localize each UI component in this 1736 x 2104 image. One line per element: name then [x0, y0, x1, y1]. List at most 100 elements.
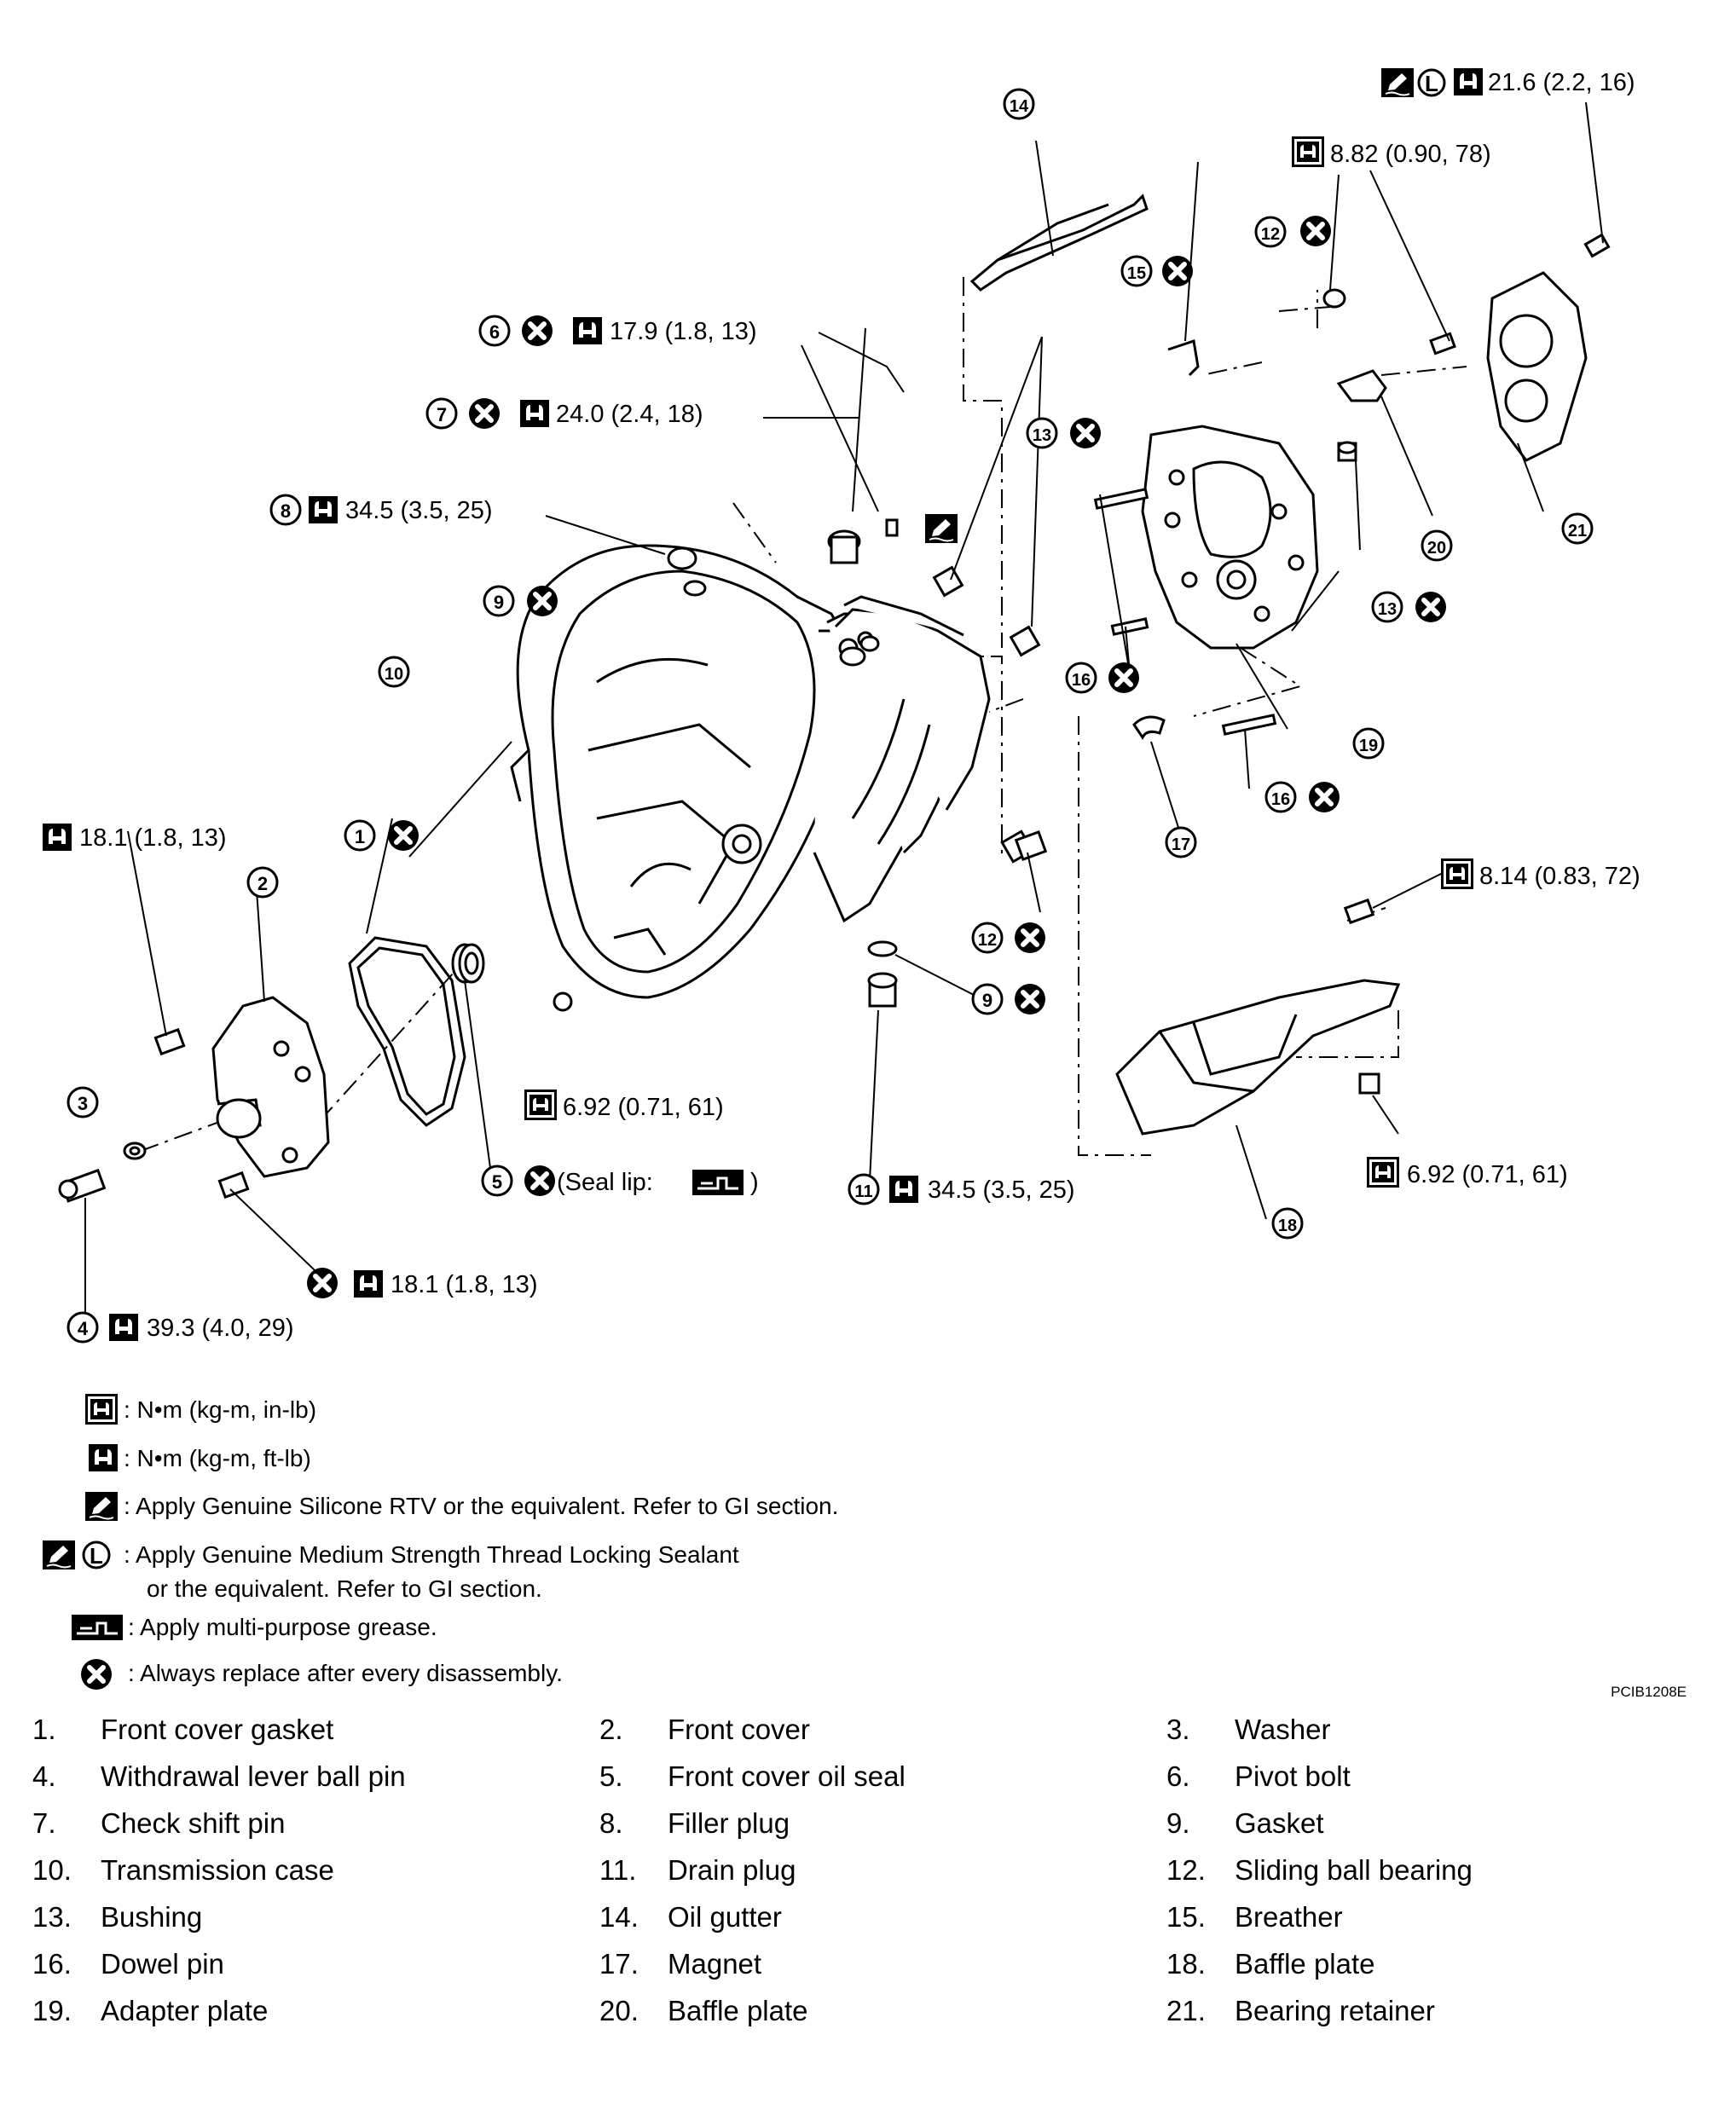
torque-in-icon — [1367, 1157, 1399, 1188]
front-cover-part — [153, 996, 330, 1199]
svg-text:3: 3 — [78, 1093, 88, 1114]
rtv-sealant-icon — [84, 1491, 119, 1522]
torque-bearing-retainer-bolt: 21.6 (2.2, 16) — [1488, 69, 1635, 96]
replace-icon — [1162, 256, 1193, 286]
torque-specs: 21.6 (2.2, 16) 8.82 (0.90, 78) 17.9 (1.8… — [43, 67, 1641, 1342]
part-number: 18. — [1166, 1948, 1206, 1980]
torque-ft-icon — [1454, 68, 1483, 95]
torque-pivot-bolt: 17.9 (1.8, 13) — [610, 318, 757, 345]
bearing-retainer-part — [1486, 233, 1611, 462]
callout-11: 11 — [848, 1173, 880, 1205]
svg-text:13: 13 — [1033, 426, 1051, 445]
torque-in-icon — [85, 1394, 118, 1425]
svg-text:13: 13 — [1378, 600, 1397, 619]
torque-front-cover-bolt-lower: 18.1 (1.8, 13) — [391, 1271, 538, 1298]
part-number: 8. — [599, 1807, 623, 1839]
callout-3: 3 — [67, 1086, 99, 1118]
svg-text:19: 19 — [1359, 737, 1378, 755]
svg-text:7: 7 — [437, 404, 447, 425]
legend-replace: : Always replace after every disassembly… — [128, 1660, 563, 1686]
part-name: Front cover gasket — [101, 1714, 334, 1745]
part-name: Washer — [1235, 1714, 1331, 1745]
replace-icon — [1070, 418, 1101, 448]
part-item: 6.Pivot bolt — [1166, 1760, 1351, 1793]
replace-icon — [1015, 922, 1045, 953]
part-item: 1. Front cover gasket — [32, 1714, 333, 1746]
svg-text:9: 9 — [982, 990, 992, 1011]
part-name: Baffle plate — [1235, 1948, 1375, 1980]
replace-icon — [527, 586, 558, 616]
callout-14: 14 — [1003, 88, 1035, 120]
callout-12-top: 12 — [1254, 216, 1287, 248]
part-name: Drain plug — [668, 1854, 796, 1886]
part-item: 9.Gasket — [1166, 1807, 1324, 1840]
legend-grease: : Apply multi-purpose grease. — [128, 1614, 437, 1640]
part-item: 5.Front cover oil seal — [599, 1760, 906, 1793]
part-number: 6. — [1166, 1760, 1190, 1792]
thread-lock-icon — [82, 1540, 111, 1570]
torque-ft-icon — [354, 1270, 383, 1298]
part-number: 12. — [1166, 1854, 1206, 1886]
torque-baffle-lower-bolt: 6.92 (0.71, 61) — [1407, 1161, 1568, 1188]
legend-rtv: : Apply Genuine Silicone RTV or the equi… — [124, 1493, 838, 1519]
callout-13-top: 13 — [1026, 417, 1058, 449]
svg-text:21: 21 — [1568, 522, 1587, 540]
replace-icon — [524, 1165, 555, 1196]
grease-icon — [70, 1613, 124, 1642]
part-item: 14. Oil gutter — [599, 1901, 782, 1933]
front-cover-gasket-part — [348, 936, 466, 1127]
parts-list-row: 4. Withdrawal lever ball pin 5.Front cover… — [32, 1760, 1704, 1807]
thread-lock-icon — [1417, 68, 1446, 98]
part-name: Withdrawal lever ball pin — [101, 1760, 406, 1792]
callout-12-lower: 12 — [971, 922, 1004, 954]
replace-icon — [1300, 216, 1331, 246]
callout-8: 8 — [269, 494, 302, 526]
part-number: 10. — [32, 1854, 72, 1886]
transmission-case-part — [510, 544, 991, 999]
svg-text:16: 16 — [1271, 790, 1290, 809]
part-item: 18. Baffle plate — [1166, 1948, 1375, 1980]
part-number: 3. — [1166, 1714, 1190, 1745]
part-name: Oil gutter — [668, 1901, 782, 1933]
baffle-plate-lower-part — [1115, 898, 1401, 1136]
callout-2: 2 — [246, 866, 279, 899]
part-name: Filler plug — [668, 1807, 790, 1839]
part-item: 4. Withdrawal lever ball pin — [32, 1760, 406, 1793]
callout-4: 4 — [67, 1311, 99, 1344]
part-item: 15. Breather — [1166, 1901, 1343, 1933]
svg-text:17: 17 — [1172, 835, 1190, 854]
part-name: Check shift pin — [101, 1807, 286, 1839]
torque-ft-icon — [520, 400, 549, 427]
part-item: 12.Sliding ball bearing — [1166, 1854, 1473, 1887]
torque-baffle-plate-bolt: 8.82 (0.90, 78) — [1330, 141, 1491, 168]
legend-nm-ft: : N•m (kg-m, ft-lb) — [124, 1445, 311, 1471]
torque-ball-pin: 39.3 (4.0, 29) — [147, 1315, 294, 1342]
part-name: Breather — [1235, 1901, 1343, 1933]
case-small-parts — [553, 518, 1041, 1012]
replace-icon — [307, 1268, 338, 1298]
part-number: 17. — [599, 1948, 639, 1980]
torque-case-bolt: 6.92 (0.71, 61) — [563, 1094, 724, 1121]
part-name: Dowel pin — [101, 1948, 224, 1980]
part-number: 9. — [1166, 1807, 1190, 1839]
svg-text:12: 12 — [1261, 225, 1280, 244]
adapter-plate-part — [1141, 425, 1319, 650]
svg-text:20: 20 — [1427, 539, 1446, 558]
seal-lip-note: (Seal lip: — [557, 1169, 653, 1196]
part-number: 14. — [599, 1901, 639, 1933]
callout-5: 5 — [481, 1165, 513, 1197]
part-number: 13. — [32, 1901, 72, 1933]
replace-icon — [1415, 592, 1446, 622]
leader-lines — [84, 101, 1604, 1317]
part-number: 4. — [32, 1760, 56, 1792]
part-name: Baffle plate — [668, 1995, 808, 2026]
part-number: 1. — [32, 1714, 56, 1745]
replace-icon — [522, 315, 553, 346]
torque-ft-icon — [43, 824, 72, 851]
part-item: 11.Drain plug — [599, 1854, 796, 1887]
callout-17: 17 — [1165, 826, 1197, 858]
part-number: 15. — [1166, 1901, 1206, 1933]
svg-text:12: 12 — [978, 931, 997, 950]
replace-icon — [469, 398, 500, 429]
